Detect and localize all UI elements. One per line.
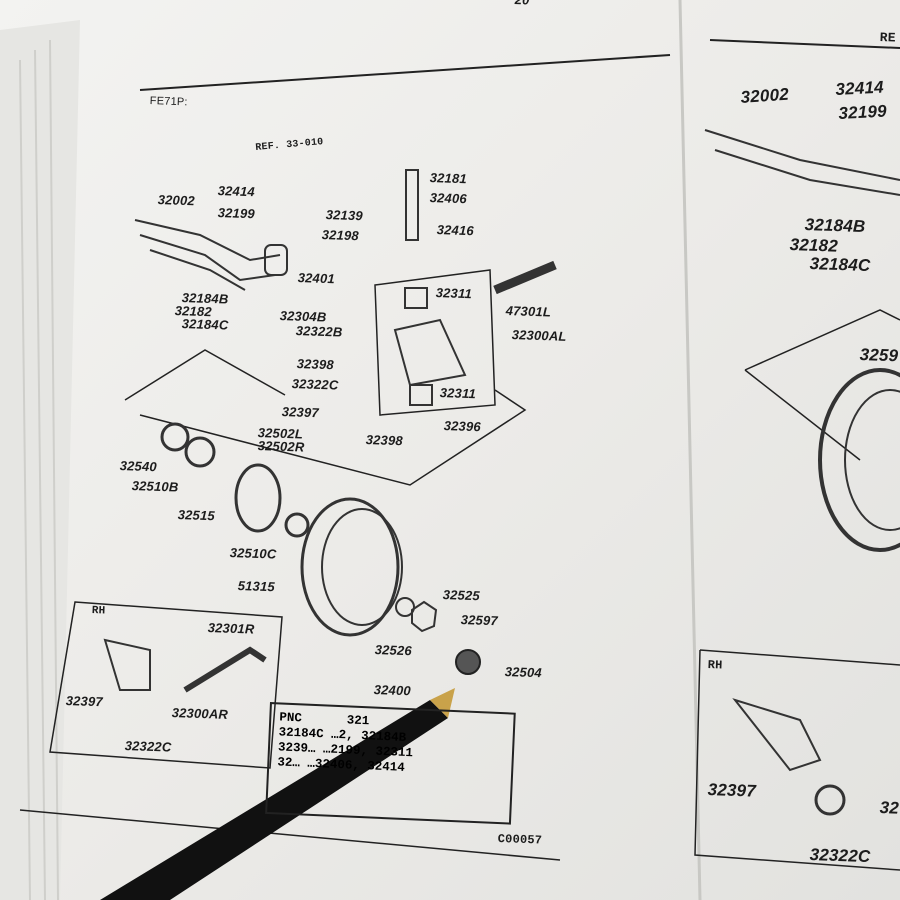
part-label: 51315 bbox=[237, 578, 276, 595]
part-label: 32139 bbox=[325, 207, 364, 224]
part-label: 47301L bbox=[505, 303, 552, 320]
part-label: 32300AR bbox=[171, 705, 229, 722]
part-label: 32300AL bbox=[511, 327, 567, 344]
part-label: 32398 bbox=[296, 356, 335, 373]
part-label: 32181 bbox=[429, 170, 468, 187]
part-label: 32002 bbox=[740, 84, 790, 107]
pnc-partial: 321 bbox=[346, 713, 370, 729]
figure-code: C00057 bbox=[497, 832, 543, 848]
rh-inset-title: RH bbox=[707, 658, 723, 673]
part-label: 32 bbox=[879, 798, 900, 818]
part-label: 32515 bbox=[177, 507, 216, 524]
part-label: 32397 bbox=[281, 404, 320, 421]
part-label: 32526 bbox=[374, 642, 413, 659]
part-label: 32504 bbox=[504, 664, 543, 681]
part-label: 32525 bbox=[442, 587, 481, 604]
part-label: 32397 bbox=[65, 693, 104, 710]
part-label: 3259 bbox=[859, 345, 899, 366]
part-label: 32414 bbox=[835, 77, 885, 99]
pnc-table: PNC 321 32184C …2, 32184B 3239… …2199, 3… bbox=[265, 702, 516, 825]
part-label: 32400 bbox=[373, 682, 412, 699]
part-label: 32198 bbox=[321, 227, 360, 244]
part-label: 32396 bbox=[443, 418, 482, 435]
part-label: 32301R bbox=[207, 620, 255, 637]
part-label: 32322C bbox=[291, 376, 339, 393]
part-label: 32398 bbox=[365, 432, 404, 449]
part-label: 32002 bbox=[157, 192, 196, 209]
part-label: 32199 bbox=[217, 205, 256, 222]
part-label: 32540 bbox=[119, 458, 158, 475]
part-label: 32414 bbox=[217, 183, 256, 200]
part-label: 32401 bbox=[297, 270, 336, 287]
part-label: 32406 bbox=[429, 190, 468, 207]
rh-inset-title: RH bbox=[91, 605, 106, 618]
part-label: 32322C bbox=[124, 738, 172, 755]
part-label: 32199 bbox=[838, 101, 888, 123]
part-label: 32184B bbox=[804, 215, 866, 237]
part-label: 32311 bbox=[435, 285, 473, 302]
part-label: 32184C bbox=[809, 254, 871, 276]
part-label: 32304B bbox=[279, 308, 327, 325]
model-code: FE71P: bbox=[149, 95, 188, 109]
part-label: 32322C bbox=[809, 845, 871, 867]
part-label: 32322B bbox=[295, 323, 343, 340]
part-label: 32184C bbox=[181, 316, 229, 333]
pen bbox=[100, 688, 455, 900]
pnc-header: PNC bbox=[279, 710, 303, 726]
page-number: 20 bbox=[514, 0, 529, 8]
part-label: 32510B bbox=[131, 478, 179, 495]
part-label: 32416 bbox=[436, 222, 475, 239]
part-label: 32502R bbox=[257, 438, 305, 455]
part-label: 32397 bbox=[707, 780, 757, 801]
ref-partial: RE bbox=[879, 30, 897, 46]
part-label: 32311 bbox=[439, 385, 477, 402]
part-label: 32510C bbox=[229, 545, 277, 562]
part-label: 32597 bbox=[460, 612, 499, 629]
